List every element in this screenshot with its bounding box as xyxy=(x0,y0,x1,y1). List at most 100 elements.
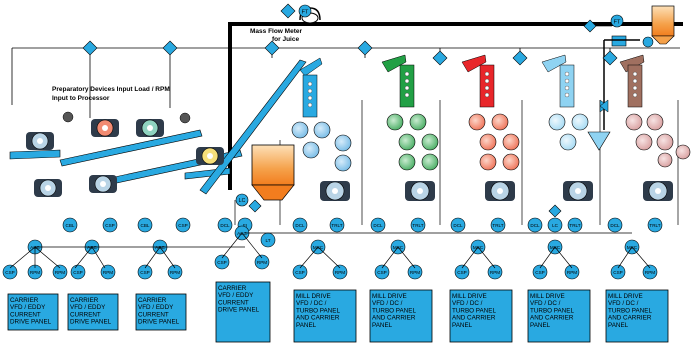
instrument-tag: CSP xyxy=(535,270,544,275)
motor-icon[interactable] xyxy=(136,119,164,137)
panel-text: VFD / DC / xyxy=(530,300,561,307)
diamond-signal-icon[interactable] xyxy=(82,40,98,56)
instrument-balloon[interactable]: DCL xyxy=(450,217,466,233)
instrument-balloon[interactable]: LC xyxy=(547,217,563,233)
roller-icon xyxy=(291,121,352,172)
instrument-balloon[interactable]: RPM xyxy=(332,264,348,280)
panel-text: VFD / EDDY xyxy=(10,304,46,311)
instrument-tag: CSP xyxy=(178,223,187,228)
diamond-signal-icon xyxy=(548,204,562,218)
instrument-balloon[interactable]: RPM xyxy=(564,264,580,280)
instrument-balloon[interactable]: RPM xyxy=(52,264,68,280)
instrument-tag: TRLT xyxy=(492,223,503,228)
instrument-balloon[interactable]: CSP xyxy=(610,264,626,280)
instrument-tag: FI xyxy=(243,223,247,228)
instrument-balloon[interactable]: DCL xyxy=(527,217,543,233)
motor-icon[interactable] xyxy=(405,181,435,201)
feed-conveyor xyxy=(9,149,61,160)
panel-text: PANEL xyxy=(608,322,629,329)
instrument-row: CBL CSP CBL CSP DCL FI LT DCL TRLT DCL TRLT DCL TRLT… xyxy=(2,217,663,280)
pump-icon[interactable] xyxy=(642,36,654,48)
instrument-balloon[interactable]: RPM xyxy=(100,264,116,280)
control-network xyxy=(9,232,651,269)
instrument-balloon[interactable]: CSP xyxy=(137,264,153,280)
panel-text: PANEL xyxy=(530,322,551,329)
instrument-tag: CSP xyxy=(613,270,622,275)
instrument-balloon[interactable]: CSP xyxy=(374,264,390,280)
instrument-balloon[interactable]: RPM xyxy=(254,254,270,270)
panel-text: PANEL xyxy=(372,322,393,329)
prep-title-line1: Preparatory Devices Input Load / RPM xyxy=(52,86,170,93)
tank-icon xyxy=(651,5,675,37)
motor-icon[interactable] xyxy=(89,175,117,193)
instrument-balloon[interactable]: CSP xyxy=(214,254,230,270)
instrument-balloon[interactable]: RPM xyxy=(167,264,183,280)
panel-text: CARRIER xyxy=(218,285,247,292)
motor-icon[interactable] xyxy=(643,181,673,201)
motor-icon[interactable] xyxy=(196,147,224,165)
panel-text: AND CARRIER xyxy=(608,315,652,322)
instrument-balloon[interactable]: CBL xyxy=(62,217,78,233)
panel-text: VFD / EDDY xyxy=(138,304,174,311)
instrument-tag: RPM xyxy=(170,270,180,275)
pulley-icon xyxy=(179,112,191,124)
instrument-balloon[interactable]: DCL xyxy=(607,217,623,233)
diamond-signal-icon[interactable] xyxy=(357,40,373,56)
instrument-balloon[interactable]: CSP xyxy=(102,217,118,233)
diamond-signal-icon[interactable] xyxy=(602,50,618,66)
level-controller-icon[interactable] xyxy=(235,193,249,207)
motor-icon[interactable] xyxy=(26,132,54,150)
diamond-signal-icon[interactable] xyxy=(162,40,178,56)
instrument-tag: TRLT xyxy=(412,223,423,228)
bus-diamonds xyxy=(82,40,618,66)
diamond-signal-icon[interactable] xyxy=(512,50,528,66)
for-juice-label: for Juice xyxy=(272,36,299,43)
panel-text: DRIVE PANEL xyxy=(138,319,180,326)
instrument-balloon[interactable]: CSP xyxy=(175,217,191,233)
diamond-signal-icon[interactable] xyxy=(264,40,280,56)
instrument-balloon[interactable]: RPM xyxy=(642,264,658,280)
mill-rollers xyxy=(291,113,691,172)
instrument-balloon[interactable]: DCL xyxy=(370,217,386,233)
instrument-balloon[interactable]: TRLT xyxy=(647,217,663,233)
instrument-tag: CSP xyxy=(457,270,466,275)
motor-icon[interactable] xyxy=(320,181,350,201)
motor-icon[interactable] xyxy=(91,119,119,137)
motor-icon[interactable] xyxy=(485,181,515,201)
instrument-balloon[interactable]: DCL xyxy=(292,217,308,233)
instrument-balloon[interactable]: CSP xyxy=(70,264,86,280)
instrument-balloon[interactable]: RPM xyxy=(487,264,503,280)
instrument-balloon[interactable]: CBL xyxy=(137,217,153,233)
instrument-balloon[interactable]: CSP xyxy=(2,264,18,280)
panel-text: DRIVE PANEL xyxy=(218,307,260,314)
instrument-balloon[interactable]: CSP xyxy=(454,264,470,280)
instrument-balloon[interactable]: DCL xyxy=(217,217,233,233)
flow-meter-icon[interactable]: FT xyxy=(280,3,312,19)
instrument-balloon[interactable]: RPM xyxy=(407,264,423,280)
diamond-signal-icon[interactable] xyxy=(432,50,448,66)
panel-text: AND CARRIER xyxy=(296,315,340,322)
motor-icon[interactable] xyxy=(34,179,62,197)
motor-icon[interactable] xyxy=(563,181,593,201)
flow-transmitter-icon[interactable] xyxy=(610,14,624,28)
instrument-tag: RPM xyxy=(490,270,500,275)
instrument-tag: CSP xyxy=(217,260,226,265)
roller-icon xyxy=(386,113,439,171)
instrument-balloon[interactable]: CSP xyxy=(532,264,548,280)
instrument-balloon[interactable]: LT xyxy=(260,232,276,248)
instrument-balloon[interactable]: TRLT xyxy=(410,217,426,233)
instrument-balloon[interactable]: CSP xyxy=(292,264,308,280)
instrument-balloon[interactable]: TRLT xyxy=(567,217,583,233)
instrument-balloon[interactable]: TRLT xyxy=(329,217,345,233)
instrument-balloon[interactable]: TRLT xyxy=(490,217,506,233)
diamond-signal-icon xyxy=(248,199,262,213)
